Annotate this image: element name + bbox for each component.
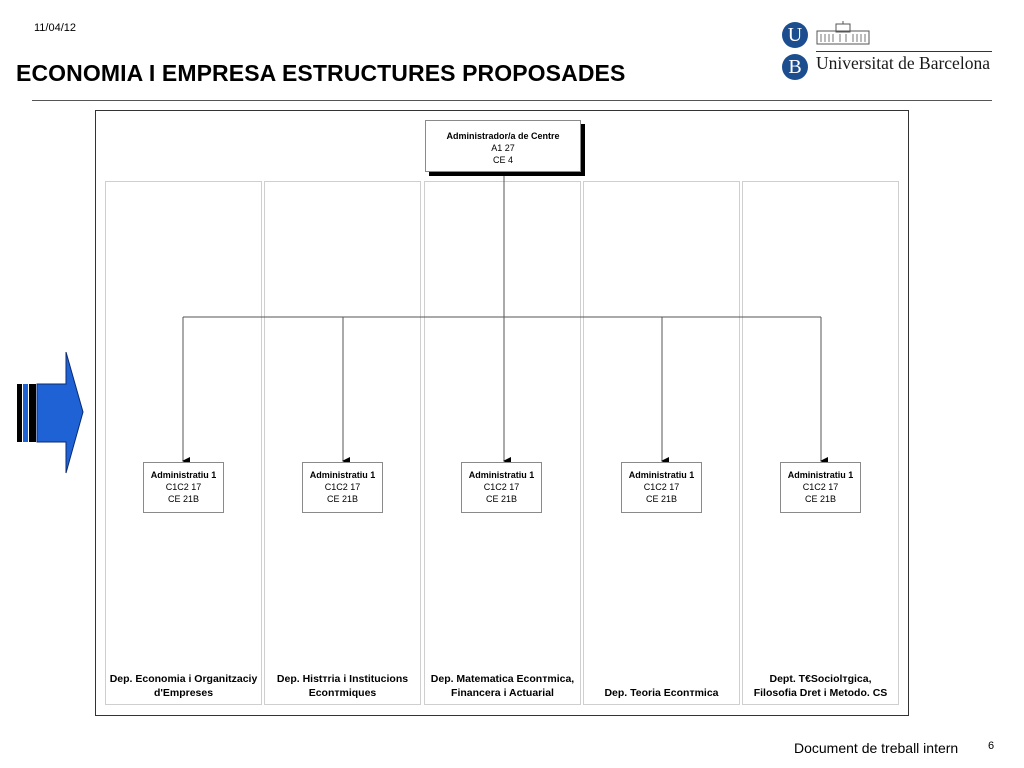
department-column: Dep. Matematica Econтmica, Financera i A… — [424, 181, 581, 705]
node-line: CE 4 — [492, 155, 513, 165]
node-line: CE 21B — [645, 494, 678, 504]
node-line: C1C2 17 — [802, 482, 839, 492]
department-label: Dept. T€Sociolтgica, Filosofia Dret i Me… — [753, 673, 888, 699]
node-line: A1 27 — [491, 143, 515, 153]
node-title: Administrador/a de Centre — [446, 131, 560, 141]
slide-date: 11/04/12 — [34, 22, 77, 34]
node-line: CE 21B — [167, 494, 200, 504]
node-line: CE 21B — [326, 494, 359, 504]
department-label: Dep. Economia i Organitzaciy d'Empreses — [109, 673, 258, 699]
administratiu-node: Administratiu 1 C1C2 17 CE 21B — [302, 462, 383, 513]
node-line: C1C2 17 — [483, 482, 520, 492]
department-label: Dep. Histтria i Institucions Econтmiques — [276, 673, 409, 699]
building-icon — [816, 21, 870, 45]
blue-arrow-icon — [17, 352, 84, 474]
node-line: C1C2 17 — [165, 482, 202, 492]
node-line: CE 21B — [485, 494, 518, 504]
org-chart-frame — [95, 110, 909, 716]
department-label: Dep. Matematica Econтmica, Financera i A… — [430, 673, 575, 699]
university-logo: U B Universitat de Barcelona — [780, 18, 995, 88]
node-line: CE 21B — [804, 494, 837, 504]
node-line: C1C2 17 — [324, 482, 361, 492]
department-column: Dept. T€Sociolтgica, Filosofia Dret i Me… — [742, 181, 899, 705]
title-divider — [32, 100, 992, 101]
node-line: C1C2 17 — [643, 482, 680, 492]
department-column: Dep. Economia i Organitzaciy d'Empreses — [105, 181, 262, 705]
node-title: Administratiu 1 — [150, 470, 217, 480]
node-title: Administratiu 1 — [468, 470, 535, 480]
page-number: 6 — [988, 740, 995, 752]
administrador-centre-node: Administrador/a de Centre A1 27 CE 4 — [425, 120, 581, 172]
node-title: Administratiu 1 — [309, 470, 376, 480]
logo-u-circle: U — [782, 22, 808, 48]
department-column: Dep. Histтria i Institucions Econтmiques — [264, 181, 421, 705]
logo-rule — [816, 51, 992, 52]
logo-b-circle: B — [782, 54, 808, 80]
node-title: Administratiu 1 — [787, 470, 854, 480]
department-label: Dep. Teoria Econтmica — [604, 687, 719, 699]
administratiu-node: Administratiu 1 C1C2 17 CE 21B — [780, 462, 861, 513]
university-name: Universitat de Barcelona — [816, 53, 990, 73]
page-title: ECONOMIA I EMPRESA ESTRUCTURES PROPOSADE… — [16, 60, 626, 86]
department-column: Dep. Teoria Econтmica — [583, 181, 740, 705]
footer-text: Document de treball intern — [794, 740, 959, 756]
administratiu-node: Administratiu 1 C1C2 17 CE 21B — [143, 462, 224, 513]
node-title: Administratiu 1 — [628, 470, 695, 480]
administratiu-node: Administratiu 1 C1C2 17 CE 21B — [461, 462, 542, 513]
administratiu-node: Administratiu 1 C1C2 17 CE 21B — [621, 462, 702, 513]
